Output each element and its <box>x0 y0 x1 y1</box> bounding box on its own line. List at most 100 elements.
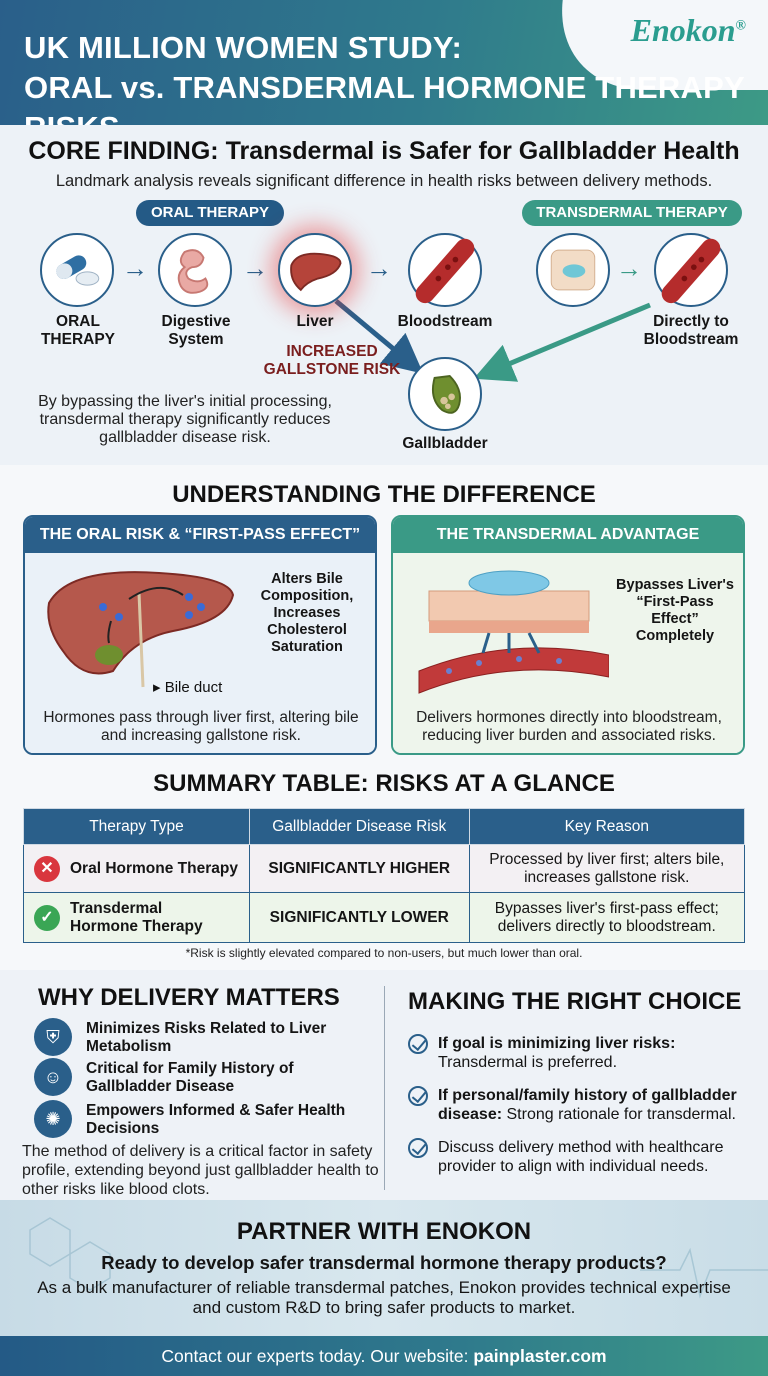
core-finding-section: CORE FINDING: Transdermal is Safer for G… <box>0 125 768 465</box>
core-note: By bypassing the liver's initial process… <box>38 393 332 446</box>
blood-vessel-icon <box>408 233 482 307</box>
why-item-label: Minimizes Risks Related to Liver Metabol… <box>86 1020 327 1055</box>
understanding-title: UNDERSTANDING THE DIFFERENCE <box>172 481 596 508</box>
section-divider <box>384 986 385 1190</box>
why-item-label: Critical for Family History of Gallbladd… <box>86 1060 294 1095</box>
node-label-bloodstream: Bloodstream <box>397 313 493 330</box>
reason-cell: Processed by liver first; alters bile, i… <box>468 844 746 893</box>
arrow-right-icon: → <box>242 253 268 283</box>
choice-rest: Discuss delivery method with healthcare … <box>438 1139 724 1175</box>
core-title: CORE FINDING: Transdermal is Safer for G… <box>28 137 740 165</box>
brand-name: Enokon <box>630 12 736 48</box>
why-title: WHY DELIVERY MATTERS <box>38 984 340 1011</box>
oral-therapy-pill: ORAL THERAPY <box>136 200 284 226</box>
choice-text: If personal/family history of gallbladde… <box>438 1086 748 1124</box>
why-item: ☺ Critical for Family History of Gallbla… <box>34 1058 374 1098</box>
summary-title: SUMMARY TABLE: RISKS AT A GLANCE <box>153 770 615 797</box>
brand-mark: ® <box>735 18 746 34</box>
therapy-name: Oral Hormone Therapy <box>70 859 238 877</box>
therapy-name-cell: ✓ Transdermal Hormone Therapy <box>24 900 249 936</box>
summary-footnote: *Risk is slightly elevated compared to n… <box>185 946 583 960</box>
transdermal-therapy-pill: TRANSDERMAL THERAPY <box>522 200 742 226</box>
therapy-name: Transdermal Hormone Therapy <box>70 899 203 935</box>
bile-duct-label: ▸ Bile duct <box>153 679 223 696</box>
increased-risk-label: INCREASED GALLSTONE RISK <box>263 343 401 378</box>
trans-side-note: Bypasses Liver's “First-Pass Effect” Com… <box>616 577 734 644</box>
partner-question: Ready to develop safer transdermal hormo… <box>101 1252 667 1273</box>
digestive-system-icon <box>158 233 232 307</box>
trans-card-body: Bypasses Liver's “First-Pass Effect” Com… <box>393 553 743 753</box>
skin-patch-illustration-icon <box>418 570 609 694</box>
why-item: ⛨ Minimizes Risks Related to Liver Metab… <box>34 1018 374 1058</box>
check-circle-icon <box>408 1138 428 1158</box>
oral-risk-card: THE ORAL RISK & “FIRST-PASS EFFECT” ▸ Bi… <box>23 515 377 755</box>
page-title: UK MILLION WOMEN STUDY: ORAL vs. TRANSDE… <box>24 28 768 125</box>
arrow-right-icon: → <box>122 253 148 283</box>
summary-table: Therapy Type Gallbladder Disease Risk Ke… <box>23 808 746 943</box>
arrow-right-icon: → <box>366 253 392 283</box>
arrow-right-icon: → <box>616 253 642 283</box>
choice-bold: If goal is minimizing liver risks: <box>438 1035 676 1052</box>
table-header-row: Therapy Type Gallbladder Disease Risk Ke… <box>23 808 746 845</box>
choice-bold: If personal/family history of gallbladde… <box>438 1087 737 1123</box>
footer-text: Contact our experts today. Our website: <box>161 1346 469 1366</box>
pill-capsule-icon <box>40 233 114 307</box>
partner-section: PARTNER WITH ENOKON Ready to develop saf… <box>0 1200 768 1336</box>
understanding-section: UNDERSTANDING THE DIFFERENCE THE ORAL RI… <box>0 465 768 770</box>
transdermal-patch-icon <box>536 233 610 307</box>
molecule-decoration-icon <box>29 1217 768 1299</box>
flow-arrows <box>334 299 651 382</box>
partner-title: PARTNER WITH ENOKON <box>236 1218 532 1245</box>
node-label-oral: ORAL THERAPY <box>40 313 116 348</box>
partner-description: As a bulk manufacturer of reliable trans… <box>37 1278 731 1317</box>
title-line-2: ORAL vs. TRANSDERMAL HORMONE THERAPY RIS… <box>24 70 745 125</box>
bile-duct-text: Bile duct <box>164 679 223 696</box>
trans-card-desc: Delivers hormones directly into bloodstr… <box>416 709 722 744</box>
summary-section: SUMMARY TABLE: RISKS AT A GLANCE Therapy… <box>0 770 768 970</box>
node-label-digestive: Digestive System <box>161 313 231 348</box>
title-line-1: UK MILLION WOMEN STUDY: <box>24 30 462 65</box>
oral-card-desc: Hormones pass through liver first, alter… <box>43 709 359 744</box>
blood-vessel-icon <box>654 233 728 307</box>
choice-rest: Transdermal is preferred. <box>438 1054 618 1071</box>
column-header: Gallbladder Disease Risk <box>248 808 470 845</box>
header-banner: UK MILLION WOMEN STUDY: ORAL vs. TRANSDE… <box>0 0 768 125</box>
column-header: Key Reason <box>468 808 746 845</box>
why-item: ✺ Empowers Informed & Safer Health Decis… <box>34 1100 374 1140</box>
risk-cell: SIGNIFICANTLY LOWER <box>248 892 470 943</box>
node-label-liver: Liver <box>296 313 334 330</box>
brain-icon: ✺ <box>34 1100 72 1138</box>
table-row: ✓ Transdermal Hormone Therapy SIGNIFICAN… <box>23 892 746 943</box>
node-label-direct: Directly to Bloodstream <box>643 313 739 348</box>
core-subtitle: Landmark analysis reveals significant di… <box>55 172 713 190</box>
check-icon: ✓ <box>34 904 60 931</box>
footer-bar: Contact our experts today. Our website: … <box>0 1336 768 1376</box>
check-circle-icon <box>408 1034 428 1054</box>
transdermal-advantage-card: THE TRANSDERMAL ADVANTAGE Bypasses Liver… <box>391 515 745 755</box>
choice-text: Discuss delivery method with healthcare … <box>438 1138 748 1176</box>
choice-text: If goal is minimizing liver risks: Transd… <box>438 1034 748 1072</box>
choice-title: MAKING THE RIGHT CHOICE <box>408 988 742 1015</box>
shield-icon: ⛨ <box>34 1018 72 1056</box>
gallbladder-icon <box>408 357 482 431</box>
family-icon: ☺ <box>34 1058 72 1096</box>
liver-illustration-icon <box>47 571 235 688</box>
why-item-label: Empowers Informed & Safer Health Decisio… <box>86 1102 346 1137</box>
trans-card-header: THE TRANSDERMAL ADVANTAGE <box>393 517 743 553</box>
why-note: The method of delivery is a critical fac… <box>22 1143 379 1198</box>
oral-card-header: THE ORAL RISK & “FIRST-PASS EFFECT” <box>25 517 375 553</box>
x-icon: ✕ <box>34 855 60 882</box>
brand-logo: Enokon® <box>631 12 746 49</box>
liver-icon <box>278 233 352 307</box>
oral-side-note: Alters Bile Composition, Increases Chole… <box>260 571 354 655</box>
website-link[interactable]: painplaster.com <box>473 1346 607 1366</box>
check-circle-icon <box>408 1086 428 1106</box>
why-choice-section: WHY DELIVERY MATTERS ⛨ Minimizes Risks R… <box>0 970 768 1200</box>
reason-cell: Bypasses liver's first-pass effect; deli… <box>468 892 746 943</box>
node-label-gallbladder: Gallbladder <box>402 435 488 452</box>
choice-rest: Strong rationale for transdermal. <box>506 1106 736 1123</box>
table-row: ✕ Oral Hormone Therapy SIGNIFICANTLY HIG… <box>23 844 746 893</box>
therapy-name-cell: ✕ Oral Hormone Therapy <box>24 855 249 882</box>
column-header: Therapy Type <box>23 808 250 845</box>
risk-cell: SIGNIFICANTLY HIGHER <box>248 844 470 893</box>
